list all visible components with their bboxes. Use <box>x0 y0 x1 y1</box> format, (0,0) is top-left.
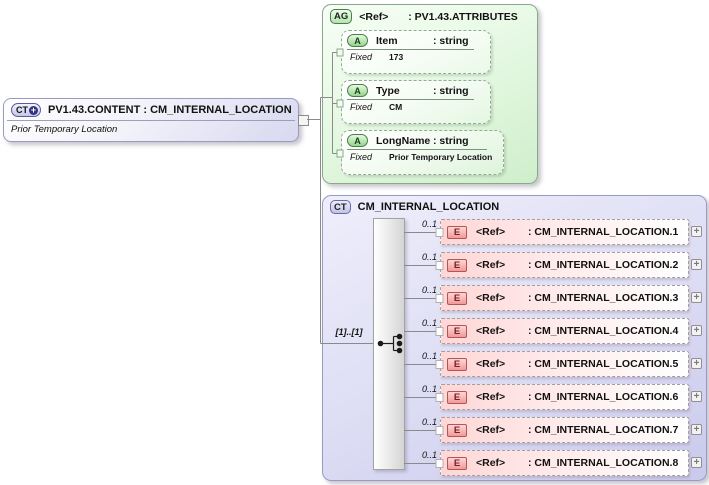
complex-type-title: CM_INTERNAL_LOCATION <box>357 201 500 213</box>
element-ref-box-5[interactable]: E <Ref> : CM_INTERNAL_LOCATION.5 <box>440 351 689 377</box>
attribute-group-type: : PV1.43.ATTRIBUTES <box>408 10 518 23</box>
element-ref-box-3[interactable]: E <Ref> : CM_INTERNAL_LOCATION.3 <box>440 285 689 311</box>
element-type: : CM_INTERNAL_LOCATION.8 <box>528 457 679 469</box>
attribute-badge: A <box>347 34 368 47</box>
cardinality-label: 0..1 <box>421 417 437 427</box>
expand-button[interactable]: + <box>691 391 702 402</box>
attribute-item-box[interactable]: A Item : string Fixed 173 <box>341 30 491 74</box>
title-divider <box>7 120 295 121</box>
element-type: : CM_INTERNAL_LOCATION.4 <box>528 325 679 337</box>
element-ref-box-6[interactable]: E <Ref> : CM_INTERNAL_LOCATION.6 <box>440 384 689 410</box>
sequence-compositor-bar[interactable] <box>373 218 405 470</box>
element-ref-box-4[interactable]: E <Ref> : CM_INTERNAL_LOCATION.4 <box>440 318 689 344</box>
element-row: 0..1 E <Ref> : CM_INTERNAL_LOCATION.6 + <box>422 384 702 410</box>
attribute-badge: A <box>347 134 368 147</box>
attribute-group-badge: AG <box>330 9 353 24</box>
expand-button[interactable]: + <box>691 325 702 336</box>
element-row: 0..1 E <Ref> : CM_INTERNAL_LOCATION.7 + <box>422 417 702 443</box>
element-row: 0..1 E <Ref> : CM_INTERNAL_LOCATION.4 + <box>422 318 702 344</box>
fixed-label: Fixed <box>350 102 373 112</box>
element-type: : CM_INTERNAL_LOCATION.2 <box>528 259 679 271</box>
attribute-name: Item <box>376 34 398 47</box>
attribute-divider <box>347 149 487 150</box>
element-ref-box-7[interactable]: E <Ref> : CM_INTERNAL_LOCATION.7 <box>440 417 689 443</box>
cardinality-label: 0..1 <box>421 318 437 328</box>
expand-button[interactable]: + <box>691 457 702 468</box>
plus-circle-icon: + <box>29 104 38 115</box>
cardinality-label: 0..1 <box>421 219 437 229</box>
element-ref-box-1[interactable]: E <Ref> : CM_INTERNAL_LOCATION.1 <box>440 219 689 245</box>
element-name: <Ref> <box>476 226 506 238</box>
content-box-title: PV1.43.CONTENT : CM_INTERNAL_LOCATION <box>48 104 292 116</box>
element-type: : CM_INTERNAL_LOCATION.5 <box>528 358 679 370</box>
element-badge: E <box>447 423 467 437</box>
element-badge: E <box>447 390 467 404</box>
expand-button[interactable]: + <box>691 358 702 369</box>
element-name: <Ref> <box>476 457 506 469</box>
element-badge: E <box>447 456 467 470</box>
attribute-name: Type <box>376 84 400 97</box>
element-name: <Ref> <box>476 325 506 337</box>
cardinality-label: 0..1 <box>421 285 437 295</box>
element-name: <Ref> <box>476 424 506 436</box>
fixed-label: Fixed <box>350 152 373 162</box>
element-row: 0..1 E <Ref> : CM_INTERNAL_LOCATION.5 + <box>422 351 702 377</box>
fixed-value: CM <box>389 102 403 112</box>
element-type: : CM_INTERNAL_LOCATION.6 <box>528 391 679 403</box>
attribute-type: : string <box>433 134 469 147</box>
element-ref-box-8[interactable]: E <Ref> : CM_INTERNAL_LOCATION.8 <box>440 450 689 476</box>
cardinality-label: 0..1 <box>421 450 437 460</box>
cardinality-label: 0..1 <box>421 384 437 394</box>
element-name: <Ref> <box>476 259 506 271</box>
attribute-type-box[interactable]: A Type : string Fixed CM <box>341 80 491 124</box>
element-badge: E <box>447 225 467 239</box>
fixed-label: Fixed <box>350 52 373 62</box>
element-badge: E <box>447 324 467 338</box>
attribute-divider <box>347 99 474 100</box>
element-type: : CM_INTERNAL_LOCATION.7 <box>528 424 679 436</box>
attribute-type: : string <box>433 34 469 47</box>
badge-label: CT <box>16 105 28 115</box>
fixed-value: 173 <box>389 52 404 62</box>
content-model-box[interactable]: CT + PV1.43.CONTENT : CM_INTERNAL_LOCATI… <box>3 98 299 142</box>
element-badge: E <box>447 357 467 371</box>
element-type: : CM_INTERNAL_LOCATION.1 <box>528 226 679 238</box>
element-badge: E <box>447 291 467 305</box>
connector-handle[interactable] <box>298 115 309 126</box>
cardinality-label: 0..1 <box>421 252 437 262</box>
attribute-name: LongName <box>376 134 431 147</box>
complex-type-badge: CT <box>330 200 351 214</box>
element-row: 0..1 E <Ref> : CM_INTERNAL_LOCATION.2 + <box>422 252 702 278</box>
element-type: : CM_INTERNAL_LOCATION.3 <box>528 292 679 304</box>
element-row: 0..1 E <Ref> : CM_INTERNAL_LOCATION.1 + <box>422 219 702 245</box>
expand-button[interactable]: + <box>691 424 702 435</box>
fixed-value: Prior Temporary Location <box>389 152 493 162</box>
complex-type-badge: CT + <box>11 103 41 117</box>
element-name: <Ref> <box>476 391 506 403</box>
element-badge: E <box>447 258 467 272</box>
attribute-group-name: <Ref> <box>359 10 389 23</box>
element-name: <Ref> <box>476 358 506 370</box>
expand-button[interactable]: + <box>691 259 702 270</box>
attribute-type: : string <box>433 84 469 97</box>
element-row: 0..1 E <Ref> : CM_INTERNAL_LOCATION.3 + <box>422 285 702 311</box>
expand-button[interactable]: + <box>691 226 702 237</box>
element-name: <Ref> <box>476 292 506 304</box>
expand-button[interactable]: + <box>691 292 702 303</box>
content-box-annotation: Prior Temporary Location <box>11 124 118 135</box>
cardinality-label: 0..1 <box>421 351 437 361</box>
element-ref-box-2[interactable]: E <Ref> : CM_INTERNAL_LOCATION.2 <box>440 252 689 278</box>
attribute-badge: A <box>347 84 368 97</box>
element-row: 0..1 E <Ref> : CM_INTERNAL_LOCATION.8 + <box>422 450 702 476</box>
attribute-longname-box[interactable]: A LongName : string Fixed Prior Temporar… <box>341 130 504 175</box>
attribute-divider <box>347 49 474 50</box>
model-cardinality-label: [1]..[1] <box>335 327 363 337</box>
